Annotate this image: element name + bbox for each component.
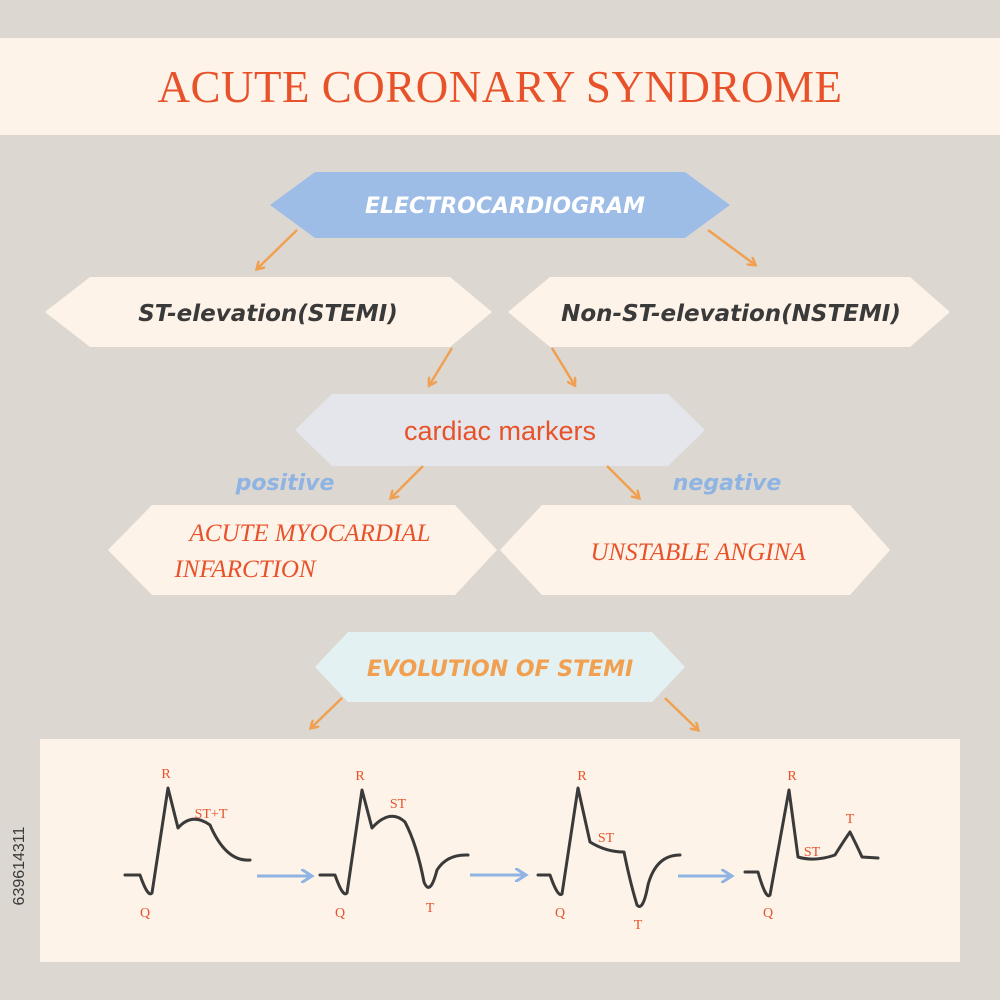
ua-label: UNSTABLE ANGINA — [590, 539, 806, 566]
wave-2-t-label: T — [426, 901, 435, 916]
arrow-markers-ami — [392, 465, 424, 497]
wave-2-q-label: Q — [335, 906, 345, 921]
wave-1-r-label: R — [161, 767, 171, 782]
stock-id: 639614311 — [11, 826, 28, 905]
ami-label-line2: INFARCTION — [173, 556, 317, 583]
wave-4-t-label: T — [846, 812, 855, 827]
evolution-box: EVOLUTION OF STEMI — [315, 632, 685, 702]
wave-3-q-label: Q — [555, 906, 565, 921]
ecg-box: ELECTROCARDIOGRAM — [270, 172, 730, 238]
wave-1-q-label: Q — [140, 906, 150, 921]
ecg-wave-1: R Q ST+T — [123, 767, 252, 921]
arrow-evolution-right — [664, 697, 697, 729]
ecg-wave-3: R Q ST T — [536, 769, 682, 933]
stemi-label: ST-elevation(STEMI) — [138, 301, 398, 327]
negative-label: negative — [673, 471, 782, 496]
wave-2-st-label: ST — [390, 797, 407, 812]
arrow-markers-ua — [606, 465, 638, 497]
cardiac-markers-box: cardiac markers — [295, 394, 705, 466]
arrow-ecg-stemi — [258, 229, 298, 268]
wave-3-st-label: ST — [598, 831, 615, 846]
wave-1-st-label: ST+T — [195, 807, 228, 822]
arrow-nstemi-markers — [550, 347, 574, 384]
stemi-box: ST-elevation(STEMI) — [45, 277, 492, 347]
page-title: ACUTE CORONARY SYNDROME — [157, 61, 843, 112]
ecg-evolution-panel — [40, 739, 960, 962]
ami-label-line1: ACUTE MYOCARDIAL — [188, 520, 431, 547]
wave-4-st-label: ST — [804, 845, 821, 860]
wave-4-q-label: Q — [763, 906, 773, 921]
ami-box: ACUTE MYOCARDIAL INFARCTION — [108, 505, 497, 595]
arrow-stemi-markers — [430, 347, 454, 384]
cardiac-markers-label: cardiac markers — [404, 416, 596, 446]
positive-label: positive — [235, 471, 335, 496]
evolution-label: EVOLUTION OF STEMI — [367, 657, 633, 682]
nstemi-box: Non-ST-elevation(NSTEMI) — [508, 277, 950, 347]
title-band: ACUTE CORONARY SYNDROME — [0, 38, 1000, 135]
ecg-label: ELECTROCARDIOGRAM — [365, 194, 645, 219]
wave-4-r-label: R — [787, 769, 797, 784]
ecg-wave-2: R Q ST T — [318, 769, 470, 921]
arrow-evolution-left — [312, 697, 343, 727]
wave-2-r-label: R — [355, 769, 365, 784]
arrow-ecg-nstemi — [707, 228, 754, 264]
ua-box: UNSTABLE ANGINA — [500, 505, 890, 595]
wave-3-t-label: T — [634, 918, 643, 933]
wave-3-r-label: R — [577, 769, 587, 784]
ecg-wave-4: R Q ST T — [743, 769, 880, 921]
nstemi-label: Non-ST-elevation(NSTEMI) — [561, 301, 901, 327]
